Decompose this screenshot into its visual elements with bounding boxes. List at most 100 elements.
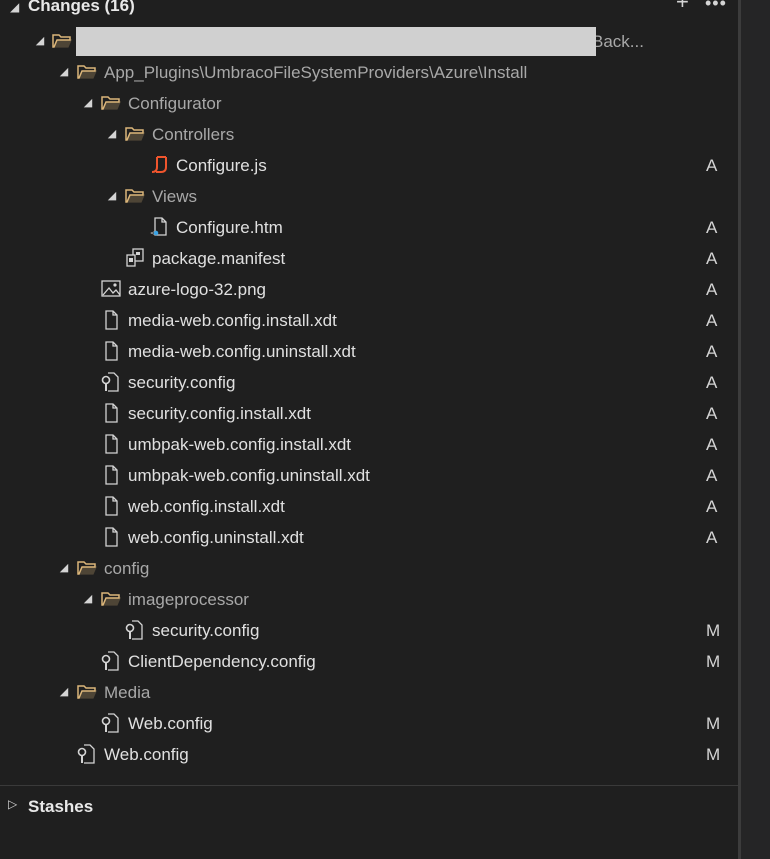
tree-item-label: Configure.htm bbox=[176, 218, 283, 237]
tree-item-label: web.config.uninstall.xdt bbox=[128, 528, 304, 547]
folder-open-icon bbox=[52, 31, 72, 51]
tree-file-row[interactable]: media-web.config.install.xdt A bbox=[0, 305, 738, 336]
file-icon bbox=[101, 341, 121, 361]
tree-folder-row[interactable]: ◢ config bbox=[0, 553, 738, 584]
tree-item-label: umbpak-web.config.install.xdt bbox=[128, 435, 352, 454]
file-icon bbox=[101, 496, 121, 516]
root-label-suffix: Back... bbox=[592, 32, 644, 51]
tree-item-label: package.manifest bbox=[152, 249, 286, 268]
tree-file-row[interactable]: security.config M bbox=[0, 615, 738, 646]
tree-file-row[interactable]: package.manifest A bbox=[0, 243, 738, 274]
file-icon bbox=[101, 465, 121, 485]
tree-item-label: media-web.config.uninstall.xdt bbox=[128, 342, 356, 361]
tree-folder-row[interactable]: ◢ imageprocessor bbox=[0, 584, 738, 615]
expanded-arrow-icon[interactable]: ◢ bbox=[59, 66, 69, 78]
tree-file-row[interactable]: < Configure.htm A bbox=[0, 212, 738, 243]
expanded-arrow-icon[interactable]: ◢ bbox=[107, 128, 117, 140]
tree-item-label: Web.config bbox=[104, 745, 189, 764]
status-badge: M bbox=[706, 652, 721, 671]
tree-file-row[interactable]: web.config.install.xdt A bbox=[0, 491, 738, 522]
status-badge: M bbox=[706, 714, 721, 733]
ellipsis-icon[interactable]: ••• bbox=[705, 0, 727, 13]
folder-open-icon bbox=[125, 186, 145, 206]
tree-item-label: Views bbox=[152, 187, 198, 206]
tree-item-label: azure-logo-32.png bbox=[128, 280, 266, 299]
tree-folder-row[interactable]: ◢ Media bbox=[0, 677, 738, 708]
changes-panel: ◢ Changes (16) + ••• ◢ Back... ◢ App_Plu… bbox=[0, 0, 738, 822]
tree-item-label: umbpak-web.config.uninstall.xdt bbox=[128, 466, 370, 485]
tree-file-row[interactable]: umbpak-web.config.install.xdt A bbox=[0, 429, 738, 460]
tree-file-row[interactable]: security.config.install.xdt A bbox=[0, 398, 738, 429]
tree-item-label: Configurator bbox=[128, 94, 222, 113]
status-badge: M bbox=[706, 745, 721, 764]
status-badge: A bbox=[706, 249, 718, 268]
config-file-icon bbox=[101, 651, 121, 671]
panel-border bbox=[738, 0, 741, 859]
tree-file-row[interactable]: umbpak-web.config.uninstall.xdt A bbox=[0, 460, 738, 491]
tree-item-label: Media bbox=[104, 683, 151, 702]
expanded-arrow-icon[interactable]: ◢ bbox=[35, 35, 45, 47]
folder-open-icon bbox=[101, 93, 121, 113]
tree-folder-row[interactable]: ◢ App_Plugins\UmbracoFileSystemProviders… bbox=[0, 57, 738, 88]
status-badge: M bbox=[706, 621, 721, 640]
file-icon bbox=[101, 310, 121, 330]
status-badge: A bbox=[706, 373, 718, 392]
file-icon bbox=[101, 527, 121, 547]
tree-folder-row[interactable]: ◢ Views bbox=[0, 181, 738, 212]
tree-file-row[interactable]: Web.config M bbox=[0, 708, 738, 739]
tree-folder-row[interactable]: ◢ Controllers bbox=[0, 119, 738, 150]
tree-file-row[interactable]: azure-logo-32.png A bbox=[0, 274, 738, 305]
plus-icon[interactable]: + bbox=[676, 0, 689, 14]
stashes-section-header[interactable]: ▷ Stashes bbox=[0, 792, 738, 822]
status-badge: A bbox=[706, 435, 718, 454]
expanded-arrow-icon[interactable]: ◢ bbox=[83, 97, 93, 109]
side-strip bbox=[741, 0, 770, 859]
section-divider bbox=[0, 785, 738, 786]
folder-open-icon bbox=[77, 558, 97, 578]
status-badge: A bbox=[706, 342, 718, 361]
tree-item-label: web.config.install.xdt bbox=[128, 497, 285, 516]
folder-open-icon bbox=[77, 682, 97, 702]
image-file-icon bbox=[101, 279, 121, 299]
status-badge: A bbox=[706, 497, 718, 516]
status-badge: A bbox=[706, 528, 718, 547]
tree-item-label: security.config bbox=[152, 621, 260, 640]
expanded-arrow-icon[interactable]: ◢ bbox=[107, 190, 117, 202]
javascript-file-icon bbox=[150, 155, 170, 175]
tree-file-row[interactable]: web.config.uninstall.xdt A bbox=[0, 522, 738, 553]
tree-file-row[interactable]: media-web.config.uninstall.xdt A bbox=[0, 336, 738, 367]
folder-open-icon bbox=[125, 124, 145, 144]
config-file-icon bbox=[101, 713, 121, 733]
file-icon bbox=[101, 434, 121, 454]
collapsed-triangle-icon[interactable]: ▷ bbox=[8, 797, 18, 811]
tree-item-label: security.config bbox=[128, 373, 236, 392]
tree-root[interactable]: ◢ Back... bbox=[0, 26, 738, 57]
manifest-file-icon bbox=[125, 248, 145, 268]
tree-file-row[interactable]: ClientDependency.config M bbox=[0, 646, 738, 677]
tree-file-row[interactable]: Configure.js A bbox=[0, 150, 738, 181]
tree-file-row[interactable]: Web.config M bbox=[0, 739, 738, 770]
expanded-arrow-icon[interactable]: ◢ bbox=[59, 562, 69, 574]
tree-item-label: Configure.js bbox=[176, 156, 267, 175]
svg-text:<: < bbox=[150, 230, 155, 237]
expanded-arrow-icon[interactable]: ◢ bbox=[83, 593, 93, 605]
folder-open-icon bbox=[77, 62, 97, 82]
tree-file-row[interactable]: security.config A bbox=[0, 367, 738, 398]
tree-folder-row[interactable]: ◢ Configurator bbox=[0, 88, 738, 119]
status-badge: A bbox=[706, 218, 718, 237]
config-file-icon bbox=[125, 620, 145, 640]
redacted-root-name bbox=[76, 27, 596, 56]
changes-title: Changes (16) bbox=[28, 0, 135, 15]
tree-item-label: Controllers bbox=[152, 125, 235, 144]
status-badge: A bbox=[706, 404, 718, 423]
tree-item-label: Web.config bbox=[128, 714, 213, 733]
changes-header[interactable]: ◢ Changes (16) + ••• bbox=[0, 0, 738, 20]
tree-item-label: media-web.config.install.xdt bbox=[128, 311, 337, 330]
config-file-icon bbox=[101, 372, 121, 392]
tree-item-label: security.config.install.xdt bbox=[128, 404, 311, 423]
file-icon bbox=[101, 403, 121, 423]
expanded-arrow-icon[interactable]: ◢ bbox=[59, 686, 69, 698]
tree-item-label: ClientDependency.config bbox=[128, 652, 316, 671]
status-badge: A bbox=[706, 156, 718, 175]
collapse-triangle-icon[interactable]: ◢ bbox=[10, 0, 20, 14]
